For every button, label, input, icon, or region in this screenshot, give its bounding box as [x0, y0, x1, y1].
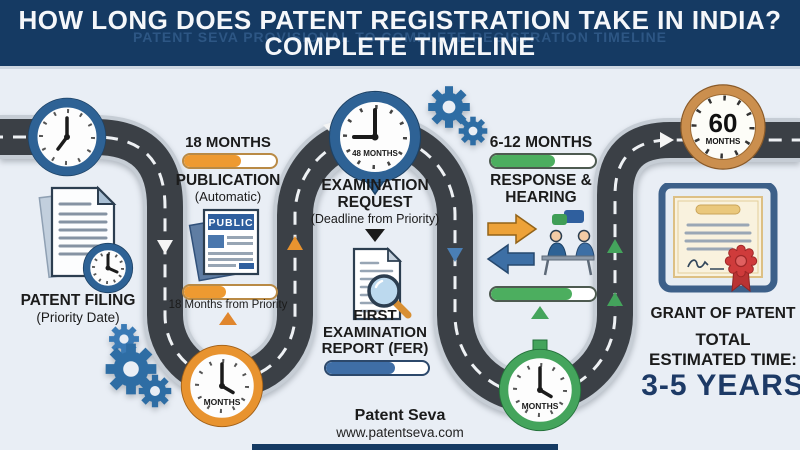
header-watermark: PATENT SEVA PROVISIONAL TO COMPLETE REGI…: [132, 29, 668, 45]
page-title-line1: HOW LONG DOES PATENT REGISTRATION TAKE I…: [18, 5, 782, 35]
rosette-seal: [724, 244, 758, 278]
footer-accent-bar: [252, 444, 558, 450]
response-duration: 6-12 MONTHS: [489, 134, 593, 151]
clock-months-orange-icon: MONTHS: [180, 344, 264, 428]
total-label-line2: ESTIMATED TIME:: [649, 350, 797, 369]
footer-brand: Patent Seva: [354, 407, 446, 424]
publication-progress-top: [182, 153, 278, 169]
newspaper-icon: PUBLIC: [188, 208, 260, 282]
negotiation-icon: [486, 210, 595, 276]
total-label-line1: TOTAL: [695, 330, 751, 349]
fer-progress-bar: [324, 360, 430, 376]
clock-icon: [27, 97, 107, 177]
up-arrow-green-icon: [531, 306, 549, 319]
road-arrow-up-green2: [607, 292, 623, 306]
response-progress-top: [489, 153, 597, 169]
grant-title: GRANT OF PATENT: [650, 305, 796, 322]
document-clock-icon: [38, 185, 134, 294]
response-title: RESPONSE & HEARING: [490, 172, 592, 206]
road-arrow-up-orange: [287, 236, 303, 250]
page-title-line2: COMPLETE TIMELINE: [264, 33, 536, 61]
certificate-icon: [658, 183, 778, 293]
public-stamp-label: PUBLIC: [208, 217, 253, 229]
road-arrow-down-blue: [447, 248, 463, 262]
orange-clock-label: MONTHS: [204, 397, 241, 407]
publication-progress-bottom: [182, 284, 278, 300]
filing-title: PATENT FILING: [20, 292, 136, 309]
publication-duration: 18 MONTHS: [185, 134, 271, 151]
clock-pin-48-months-icon: 48 MONTHS: [328, 90, 422, 196]
road-arrow-down-white: [157, 240, 173, 254]
clock-60-months-icon: 60 MONTHS: [680, 84, 766, 170]
total-value: 3-5 YEARS: [641, 369, 800, 402]
filing-subtitle: (Priority Date): [36, 310, 120, 325]
up-arrow-orange-icon: [219, 312, 237, 325]
examination-title: EXAMINATION REQUEST: [321, 177, 429, 211]
clock-months-green-icon: MONTHS: [498, 339, 582, 432]
gear-icon: [138, 374, 172, 408]
road-arrow-right-white: [660, 132, 674, 148]
right-arrow-orange-icon: [487, 213, 538, 245]
examination-subtitle: (Deadline from Priority): [310, 212, 440, 226]
publication-title: PUBLICATION: [175, 172, 281, 189]
road-arrow-up-green1: [607, 239, 623, 253]
down-arrow-black-icon: [365, 229, 385, 242]
fer-title: FIRST EXAMINATION REPORT (FER): [321, 307, 429, 357]
header-banner: PATENT SEVA PROVISIONAL TO COMPLETE REGI…: [0, 0, 800, 69]
left-arrow-blue-icon: [486, 243, 535, 275]
green-clock-label: MONTHS: [522, 401, 559, 411]
publication-note: 18 Months from Priority: [168, 299, 288, 311]
publication-subtitle: (Automatic): [194, 189, 262, 204]
magnifier-document-icon: [352, 246, 412, 321]
clock-60-value: 60: [709, 108, 738, 138]
signature-scribble: [687, 259, 709, 268]
clock-60-unit: MONTHS: [706, 137, 741, 146]
clock-48-label: 48 MONTHS: [352, 149, 398, 158]
response-progress-bottom: [489, 286, 597, 302]
footer-website: www.patentseva.com: [336, 425, 464, 440]
